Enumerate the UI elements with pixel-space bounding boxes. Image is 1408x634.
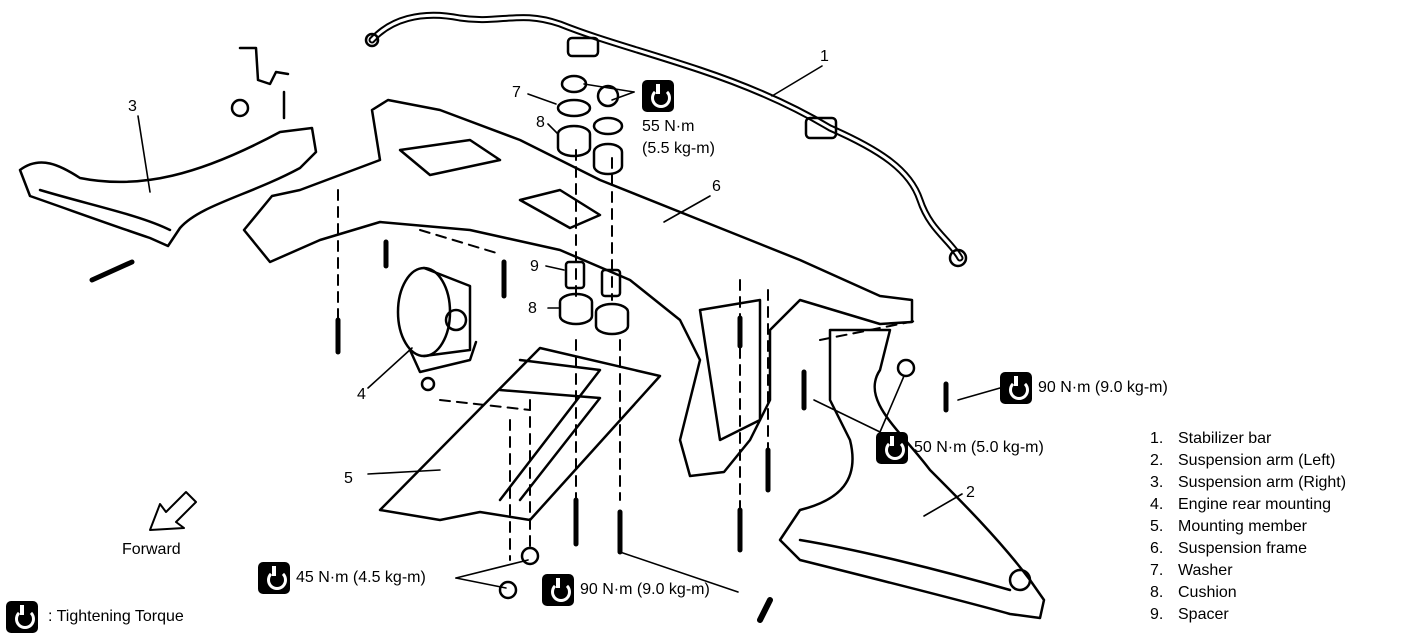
legend-text: Suspension arm (Left) [1178,452,1336,469]
bushing-stack [556,74,630,336]
torque-icon [6,601,38,633]
legend-num: 3. [1150,474,1164,491]
torque-55-icon-box [642,80,674,112]
legend-text: Suspension arm (Right) [1178,474,1347,491]
callout-4: 4 [357,386,366,403]
legend-item: 9. Spacer [1150,604,1346,626]
legend-item: 2. Suspension arm (Left) [1150,450,1346,472]
callout-8-bottom: 8 [528,300,537,317]
parts-legend: 1. Stabilizer bar 2. Suspension arm (Left)… [1150,428,1346,626]
legend-num: 8. [1150,584,1164,601]
torque-key-text: : Tightening Torque [48,608,184,625]
callout-3: 3 [128,98,137,115]
torque-90-right: 90 N·m (9.0 kg-m) [1000,372,1168,404]
torque-50: 50 N·m (5.0 kg-m) [876,432,1044,464]
arm-bracket [238,46,290,86]
torque-icon [258,562,290,594]
engine-rear-mounting [396,266,478,374]
leader-lines [137,65,1001,593]
torque-icon [1000,372,1032,404]
callout-1: 1 [820,48,829,65]
legend-num: 1. [1150,430,1164,447]
torque-icon [642,80,674,112]
legend-item: 1. Stabilizer bar [1150,428,1346,450]
torque-icon [542,574,574,606]
torque-90-bottom: 90 N·m (9.0 kg-m) [542,574,710,606]
legend-num: 5. [1150,518,1164,535]
callout-5: 5 [344,470,353,487]
legend-item: 3. Suspension arm (Right) [1150,472,1346,494]
legend-text: Washer [1178,562,1233,579]
legend-text: Spacer [1178,606,1229,623]
legend-num: 7. [1150,562,1164,579]
bolts [335,239,949,600]
torque-45-label: 45 N·m (4.5 kg-m) [296,569,426,586]
legend-text: Cushion [1178,584,1237,601]
arm-nut [230,98,250,118]
mounting-member [378,346,662,522]
callout-8-top: 8 [536,114,545,131]
torque-icon [876,432,908,464]
stabilizer-end-link [948,248,968,268]
torque-45: 45 N·m (4.5 kg-m) [258,562,426,594]
legend-text: Engine rear mounting [1178,496,1331,513]
suspension-arm-right [18,126,318,248]
callout-6: 6 [712,178,721,195]
torque-key: : Tightening Torque [6,601,184,633]
legend-item: 7. Washer [1150,560,1346,582]
stabilizer-bushing-left [566,36,600,58]
stabilizer-bushing-right [804,116,838,140]
arm-bolt-front [89,259,135,283]
forward-arrow-icon [149,491,197,531]
legend-text: Stabilizer bar [1178,430,1272,447]
legend-num: 6. [1150,540,1164,557]
callout-9: 9 [530,258,539,275]
forward-label: Forward [122,541,181,558]
legend-item: 8. Cushion [1150,582,1346,604]
torque-90-right-label: 90 N·m (9.0 kg-m) [1038,379,1168,396]
legend-num: 4. [1150,496,1164,513]
legend-item: 5. Mounting member [1150,516,1346,538]
legend-text: Mounting member [1178,518,1307,535]
stabilizer-end-left [364,32,380,48]
torque-50-label: 50 N·m (5.0 kg-m) [914,439,1044,456]
legend-num: 9. [1150,606,1164,623]
torque-55-kgm: (5.5 kg-m) [642,140,715,157]
legend-item: 4. Engine rear mounting [1150,494,1346,516]
legend-text: Suspension frame [1178,540,1307,557]
callout-7: 7 [512,84,521,101]
torque-90-bottom-label: 90 N·m (9.0 kg-m) [580,581,710,598]
suspension-frame [242,98,914,478]
callout-2: 2 [966,484,975,501]
legend-item: 6. Suspension frame [1150,538,1346,560]
torque-55-value: 55 N·m [642,118,695,135]
legend-num: 2. [1150,452,1164,469]
